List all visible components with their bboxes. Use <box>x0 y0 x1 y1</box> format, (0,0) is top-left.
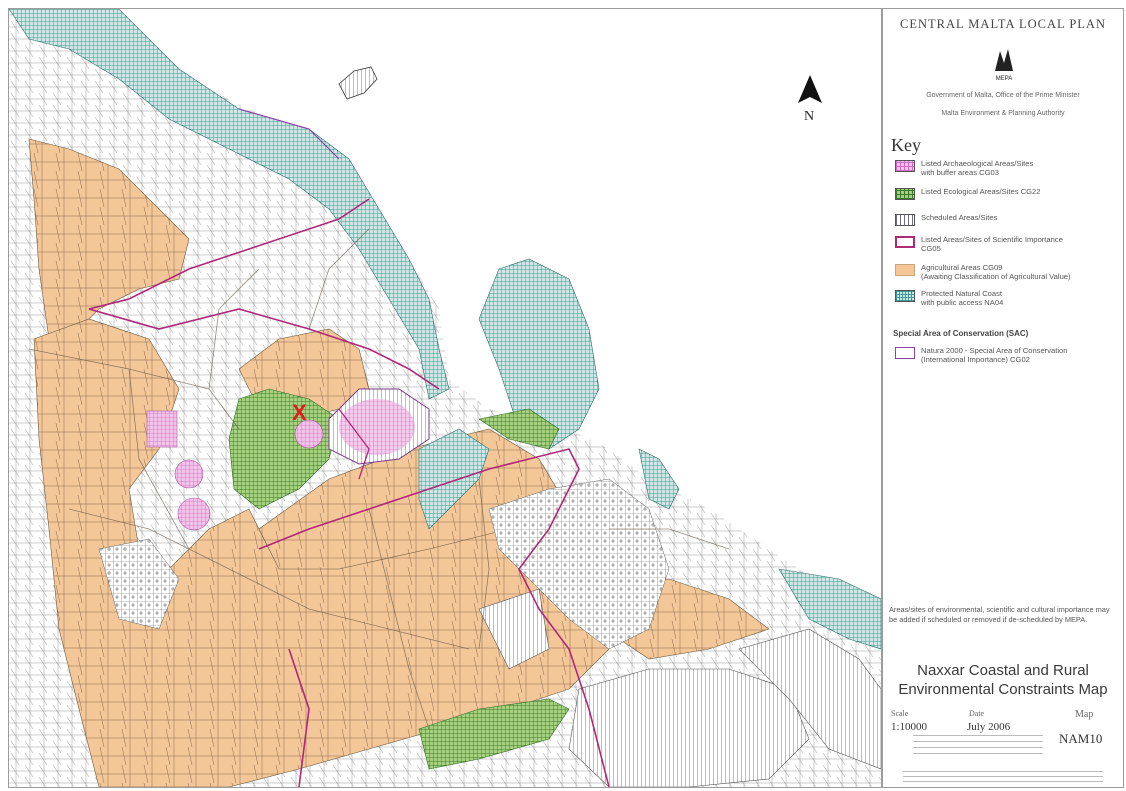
legend-swatch-scientific <box>895 236 915 248</box>
scientific-boundary-oval <box>338 408 370 480</box>
protected-coast-east <box>638 448 680 510</box>
legend-label-ecological: Listed Ecological Areas/Sites CG22 <box>921 187 1041 196</box>
scientific-boundary-east <box>258 448 610 787</box>
legend-item-scheduled: Scheduled Areas/Sites <box>895 213 1119 243</box>
natura-boundary <box>238 108 340 160</box>
scheduled-area-small <box>478 588 550 670</box>
date-label: Date <box>969 709 985 718</box>
north-label: N <box>804 109 815 124</box>
islet <box>338 66 378 100</box>
legend-swatch-coast <box>895 290 915 302</box>
scheduled-area-south-east <box>568 668 810 787</box>
ecological-area-central <box>228 388 340 510</box>
scale-label: Scale <box>891 709 909 718</box>
legend-swatch-agricultural <box>895 264 915 276</box>
map-title-line-1: Naxxar Coastal and Rural <box>917 662 1089 679</box>
ecological-area-east <box>478 408 560 450</box>
legend-label-coast: Protected Natural Coast with public acce… <box>921 289 1004 307</box>
archaeological-area-oval <box>339 399 415 455</box>
protected-coast-far-east <box>778 568 881 650</box>
map-label: Map <box>1075 709 1094 720</box>
legend-item-scientific: Listed Areas/Sites of Scientific Importa… <box>895 235 1119 265</box>
archaeological-area-circle <box>294 419 324 449</box>
agricultural-area-north-west <box>28 138 190 340</box>
org-line-2: Malta Environment & Planning Authority <box>941 110 1065 117</box>
archaeological-area-circle-2 <box>174 459 204 489</box>
map-title: Naxxar Coastal and Rural Environmental C… <box>883 661 1123 699</box>
location-marker: X <box>292 400 307 425</box>
map-canvas[interactable] <box>9 9 881 787</box>
sac-heading: Special Area of Conservation (SAC) <box>893 329 1029 338</box>
legend-item-natura: Natura 2000 - Special Area of Conservati… <box>895 346 1119 376</box>
legend-swatch-scheduled <box>895 214 915 226</box>
road-network <box>28 228 730 730</box>
protected-coast-headland <box>478 258 600 450</box>
legend-label-archaeological: Listed Archaeological Areas/Sites with b… <box>921 159 1034 177</box>
disclaimer-note: Areas/sites of environmental, scientific… <box>889 605 1110 624</box>
org-line-1: Government of Malta, Office of the Prime… <box>926 92 1080 99</box>
ecological-area-south <box>418 698 570 770</box>
scientific-boundary-north <box>88 198 370 310</box>
legend-label-natura: Natura 2000 - Special Area of Conservati… <box>921 346 1068 364</box>
legend-item-coast: Protected Natural Coast with public acce… <box>895 289 1119 319</box>
legend-swatch-archaeological <box>895 160 915 172</box>
map-panel[interactable]: N X <box>8 8 882 788</box>
map-value: NAM10 <box>1059 731 1103 746</box>
copyright-lines <box>903 771 1103 783</box>
scientific-boundary-south <box>288 648 310 787</box>
legend-label-agricultural: Agricultural Areas CG09 (Awaiting Classi… <box>921 263 1071 281</box>
archaeological-area-circle-3 <box>177 497 211 531</box>
legend-swatch-natura <box>895 347 915 359</box>
legend-label-scheduled: Scheduled Areas/Sites <box>921 213 998 222</box>
legend-label-scientific: Listed Areas/Sites of Scientific Importa… <box>921 235 1063 253</box>
built-up-area-west <box>98 538 180 630</box>
map-title-line-2: Environmental Constraints Map <box>898 681 1108 698</box>
scale-value: 1:10000 <box>891 721 928 733</box>
small-print-lines <box>913 735 1043 757</box>
north-arrow-icon <box>797 75 823 123</box>
scheduled-area-east <box>738 628 881 770</box>
plan-title: CENTRAL MALTA LOCAL PLAN <box>900 17 1106 31</box>
legend-item-agricultural: Agricultural Areas CG09 (Awaiting Classi… <box>895 263 1119 293</box>
protected-coast-inlet <box>418 428 490 530</box>
key-heading: Key <box>891 135 921 155</box>
legend-item-archaeological: Listed Archaeological Areas/Sites with b… <box>895 159 1119 189</box>
mepa-logo-icon: MEPA <box>991 45 1017 85</box>
date-value: July 2006 <box>967 721 1011 733</box>
legend-panel: CENTRAL MALTA LOCAL PLAN MEPA Government… <box>882 8 1124 788</box>
legend-swatch-ecological <box>895 188 915 200</box>
logo-text: MEPA <box>996 76 1013 82</box>
archaeological-area-square <box>146 410 178 448</box>
legend-item-ecological: Listed Ecological Areas/Sites CG22 <box>895 187 1119 217</box>
